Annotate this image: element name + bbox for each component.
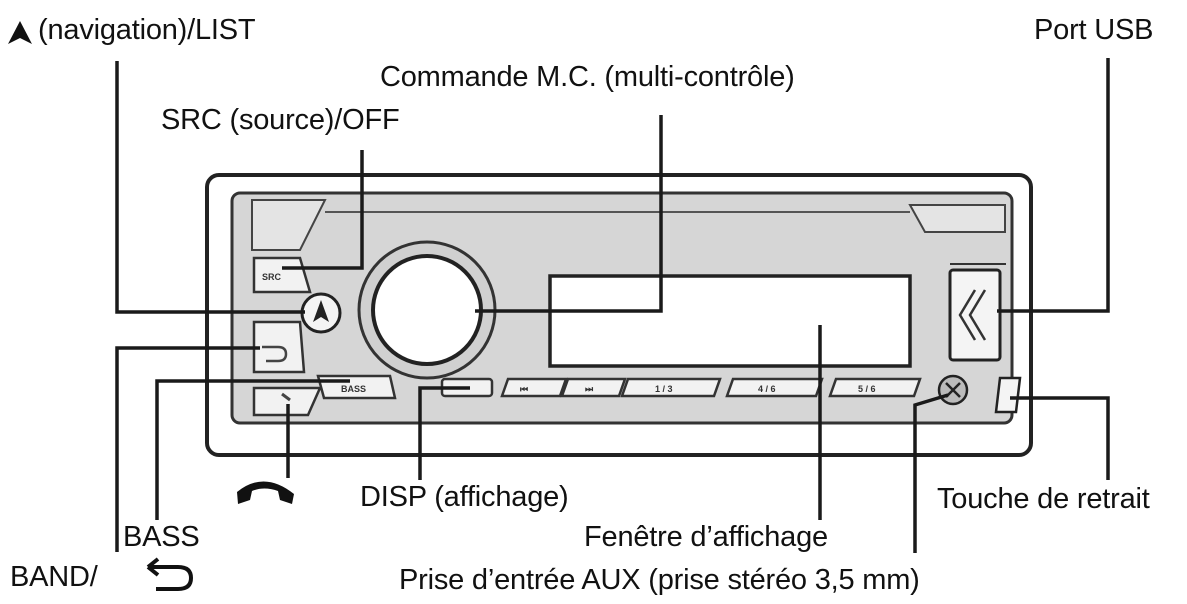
next-track-text: ⏭: [585, 384, 594, 394]
usb-port[interactable]: [948, 263, 1006, 362]
leader-usb: [997, 58, 1110, 313]
label-navigation-list: (navigation)/LIST: [38, 14, 256, 46]
top-trim-right: [908, 204, 1006, 233]
display-window: [548, 274, 912, 368]
return-arrow-icon: [146, 557, 194, 591]
mc-dial[interactable]: [357, 240, 497, 380]
label-disp: DISP (affichage): [360, 481, 569, 513]
mc-dial-knob: [371, 254, 483, 366]
bottom-row-buttons: ⏮ ⏭ 1 / 3 4 / 6 5 / 6: [440, 377, 922, 398]
preset-1-3-text: 1 / 3: [655, 384, 673, 394]
leader-aux: [913, 393, 949, 553]
up-arrow-icon: [8, 21, 32, 44]
preset-4-6-button[interactable]: [725, 377, 824, 398]
leader-band: [115, 346, 260, 552]
leader-src: [282, 150, 364, 270]
top-trim: [251, 199, 327, 251]
label-commande-mc: Commande M.C. (multi-contrôle): [380, 61, 795, 93]
label-prise-aux: Prise d’entrée AUX (prise stéréo 3,5 mm): [399, 564, 920, 596]
label-bass: BASS: [123, 521, 200, 553]
preset-4-6-text: 4 / 6: [758, 384, 776, 394]
preset-1-3-button[interactable]: [620, 377, 722, 398]
preset-7-9-text: 5 / 6: [858, 384, 876, 394]
aux-jack-cross: [945, 382, 961, 398]
label-port-usb: Port USB: [1034, 14, 1154, 46]
label-src-off: SRC (source)/OFF: [161, 104, 400, 136]
label-fenetre: Fenêtre d’affichage: [584, 521, 828, 553]
phone-button[interactable]: [252, 386, 322, 417]
label-band: BAND/: [10, 561, 98, 593]
leader-mc: [475, 115, 663, 313]
label-touche-retrait: Touche de retrait: [937, 483, 1150, 515]
usb-port-chevron: [958, 289, 987, 341]
preset-7-9-button[interactable]: [828, 377, 922, 398]
leader-disp: [418, 386, 470, 480]
phone-handset-icon: [237, 481, 294, 504]
navigation-button-icon: [313, 300, 329, 322]
leader-lines: [115, 58, 1110, 553]
phone-button-icon: [281, 392, 291, 402]
prev-track-text: ⏮: [520, 384, 528, 394]
src-button-text: SRC: [262, 272, 282, 282]
aux-jack[interactable]: [937, 374, 969, 406]
bass-button-text: BASS: [341, 384, 366, 394]
leader-retrait: [1010, 396, 1110, 480]
release-button[interactable]: [994, 376, 1022, 414]
usb-port-cover: [948, 268, 1002, 362]
leader-navigation: [115, 61, 305, 314]
prev-track-button[interactable]: [500, 377, 568, 398]
band-button-icon: [262, 345, 288, 363]
next-track-button[interactable]: [560, 377, 627, 398]
leader-bass: [155, 379, 350, 520]
